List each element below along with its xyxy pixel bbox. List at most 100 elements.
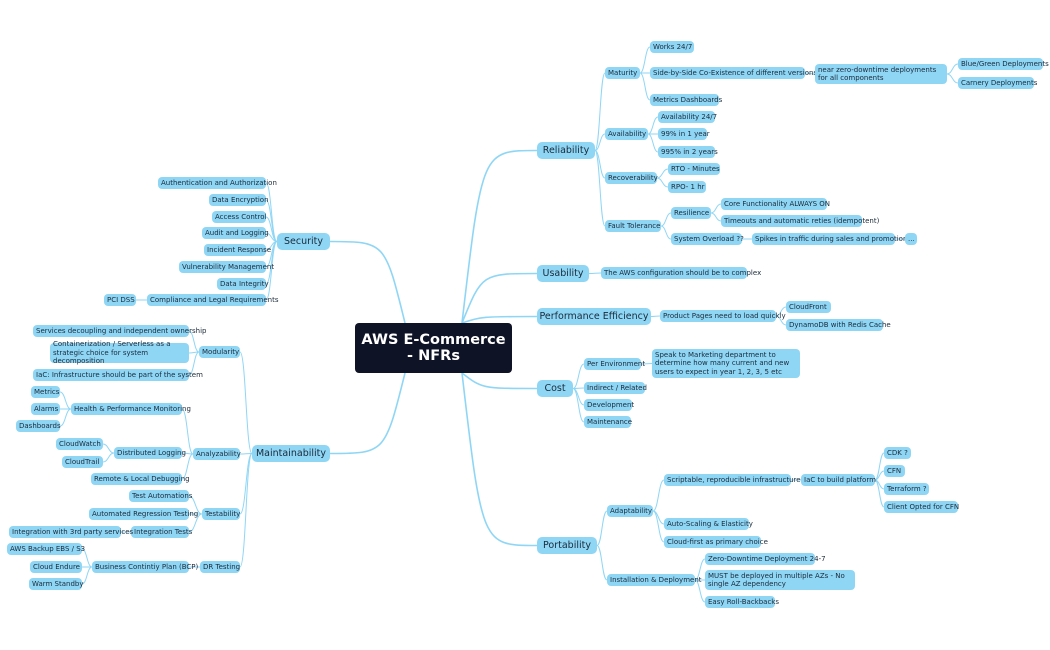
node-maturity[interactable]: Maturity: [605, 67, 640, 79]
node-dr-testing[interactable]: DR Testing: [200, 561, 240, 573]
node-third-party[interactable]: Integration with 3rd party services: [9, 526, 133, 538]
node-decoupling[interactable]: Services decoupling and independent owne…: [33, 325, 206, 337]
node-client-cfn[interactable]: Client Opted for CFN: [884, 501, 959, 513]
node-core-functionality[interactable]: Core Functionality ALWAYS ON: [721, 198, 830, 210]
node-testability[interactable]: Testability: [202, 508, 240, 520]
node-compliance[interactable]: Compliance and Legal Requirements: [147, 294, 278, 306]
node-iac-infrastructure[interactable]: IaC: Infrastructure should be part of th…: [33, 369, 203, 381]
node-maintenance[interactable]: Maintenance: [584, 416, 632, 428]
node-cloudwatch[interactable]: CloudWatch: [56, 438, 103, 450]
node-automated-regression[interactable]: Automated Regression Testing: [89, 508, 198, 520]
branch-performance-efficiency[interactable]: Performance Efficiency: [537, 308, 651, 325]
node-distributed-logging[interactable]: Distributed Logging: [114, 447, 186, 459]
connector-node-cloud-first: [652, 510, 665, 543]
node-canary[interactable]: Carnery Deployments: [958, 77, 1037, 89]
node-system-overload[interactable]: System Overload ??: [671, 233, 744, 245]
node-warm-standby[interactable]: Warm Standby: [29, 578, 84, 590]
node-incident-response[interactable]: Incident Response: [204, 244, 271, 256]
node-side-by-side[interactable]: Side-by-Side Co-Existence of different v…: [650, 67, 817, 79]
node-installation-deployment[interactable]: Installation & Deployment: [607, 574, 702, 586]
node-near-zero-downtime[interactable]: near zero-downtime deployments for all c…: [815, 64, 947, 84]
connector-node-995-percent: [647, 133, 659, 153]
node-spikes[interactable]: Spikes in traffic during sales and promo…: [752, 233, 911, 245]
node-autoscaling[interactable]: Auto-Scaling & Elasticity: [664, 518, 753, 530]
node-995-percent[interactable]: 995% in 2 years: [658, 146, 718, 158]
branch-reliability[interactable]: Reliability: [537, 142, 595, 159]
connector-node-client-cfn: [874, 479, 885, 508]
connector-node-adaptability: [596, 510, 608, 546]
node-containerization[interactable]: Containerization / Serverless as a strat…: [50, 340, 189, 365]
node-test-automations[interactable]: Test Automations: [129, 490, 192, 502]
branch-portability[interactable]: Portability: [537, 537, 597, 554]
node-metrics[interactable]: Metrics: [31, 386, 60, 398]
node-timeouts[interactable]: Timeouts and automatic reties (idempoten…: [721, 215, 879, 227]
node-cloud-first[interactable]: Cloud-first as primary choice: [664, 536, 768, 548]
node-indirect[interactable]: Indirect / Related: [584, 382, 647, 394]
branch-usability[interactable]: Usability: [537, 265, 589, 282]
node-modularity[interactable]: Modularity: [199, 346, 240, 358]
connector-node-works-24-7: [639, 46, 651, 74]
connector-node-availability: [594, 133, 606, 151]
connector-node-iac-infrastructure: [188, 351, 200, 376]
node-integration-tests[interactable]: Integration Tests: [131, 526, 192, 538]
branch-cost[interactable]: Cost: [537, 380, 573, 397]
node-audit-logging[interactable]: Audit and Logging: [202, 227, 269, 239]
node-cdk[interactable]: CDK ?: [884, 447, 911, 459]
node-remote-debugging[interactable]: Remote & Local Debugging: [91, 473, 190, 485]
node-per-environment[interactable]: Per Environment: [584, 358, 645, 370]
node-recoverability[interactable]: Recoverability: [605, 172, 658, 184]
node-cfn[interactable]: CFN: [884, 465, 905, 477]
node-cloud-endure[interactable]: Cloud Endure: [30, 561, 82, 573]
node-multi-az[interactable]: MUST be deployed in multiple AZs - No si…: [705, 570, 855, 590]
node-availability-24-7[interactable]: Availability 24/7: [658, 111, 717, 123]
node-terraform[interactable]: Terraform ?: [884, 483, 929, 495]
node-product-pages[interactable]: Product Pages need to load quickly: [660, 310, 786, 322]
node-data-integrity[interactable]: Data Integrity: [217, 278, 269, 290]
connector-node-dashboards: [59, 408, 72, 427]
node-ellipsis[interactable]: ...: [905, 233, 917, 245]
node-rollback[interactable]: Easy Roll-Backbacks: [705, 596, 779, 608]
branch-maintainability[interactable]: Maintainability: [252, 445, 330, 462]
root-node[interactable]: AWS E-Commerce - NFRs: [355, 323, 512, 373]
node-metrics-dashboards[interactable]: Metrics Dashboards: [650, 94, 722, 106]
branch-security[interactable]: Security: [277, 233, 330, 250]
connector-node-installation-deployment: [596, 545, 608, 581]
node-health-monitoring[interactable]: Health & Performance Monitoring: [71, 403, 191, 415]
node-scriptable[interactable]: Scriptable, reproducible infrastructure: [664, 474, 801, 486]
node-dashboards[interactable]: Dashboards: [16, 420, 61, 432]
node-access-control[interactable]: Access Control: [212, 211, 267, 223]
node-dynamodb[interactable]: DynamoDB with Redis Cache: [786, 319, 891, 331]
node-bcp[interactable]: Business Contintiy Plan (BCP): [92, 561, 198, 573]
node-vulnerability-management[interactable]: Vulnerability Management: [179, 261, 274, 273]
node-development[interactable]: Development: [584, 399, 634, 411]
node-cloudtrail[interactable]: CloudTrail: [62, 456, 103, 468]
node-blue-green[interactable]: Blue/Green Deployments: [958, 58, 1049, 70]
node-aws-backup[interactable]: AWS Backup EBS / S3: [7, 543, 85, 555]
node-rto[interactable]: RTO - Minutes: [668, 163, 720, 175]
connector-branch-portability: [461, 372, 538, 547]
node-iac-platform[interactable]: IaC to build platform: [801, 474, 876, 486]
connector-node-indirect: [572, 387, 585, 389]
node-alarms[interactable]: Alarms: [31, 403, 60, 415]
connector-node-dynamodb: [775, 315, 787, 326]
node-fault-tolerance[interactable]: Fault Tolerance: [605, 220, 661, 232]
node-data-encryption[interactable]: Data Encryption: [209, 194, 269, 206]
node-cloudfront[interactable]: CloudFront: [786, 301, 831, 313]
node-pci-dss[interactable]: PCI DSS: [104, 294, 136, 306]
node-aws-configuration[interactable]: The AWS configuration should be to compl…: [601, 267, 761, 279]
node-availability[interactable]: Availability: [605, 128, 648, 140]
node-rpo[interactable]: RPO- 1 hr: [668, 181, 706, 193]
node-adaptability[interactable]: Adaptability: [607, 505, 653, 517]
node-resilience[interactable]: Resilience: [671, 207, 711, 219]
connector-node-cloudwatch: [102, 443, 115, 454]
connector-node-resilience: [660, 212, 672, 227]
node-zero-downtime[interactable]: Zero-Downtime Deployment 24-7: [705, 553, 826, 565]
connector-node-rollback: [694, 579, 706, 603]
connector-node-fault-tolerance: [594, 150, 606, 227]
node-authentication[interactable]: Authentication and Authorization: [158, 177, 277, 189]
node-works-24-7[interactable]: Works 24/7: [650, 41, 694, 53]
node-analyzability[interactable]: Analyzability: [193, 448, 241, 460]
node-marketing[interactable]: Speak to Marketing department to determi…: [652, 349, 800, 378]
node-99-percent[interactable]: 99% in 1 year: [658, 128, 710, 140]
connector-node-integration-tests: [188, 513, 203, 533]
